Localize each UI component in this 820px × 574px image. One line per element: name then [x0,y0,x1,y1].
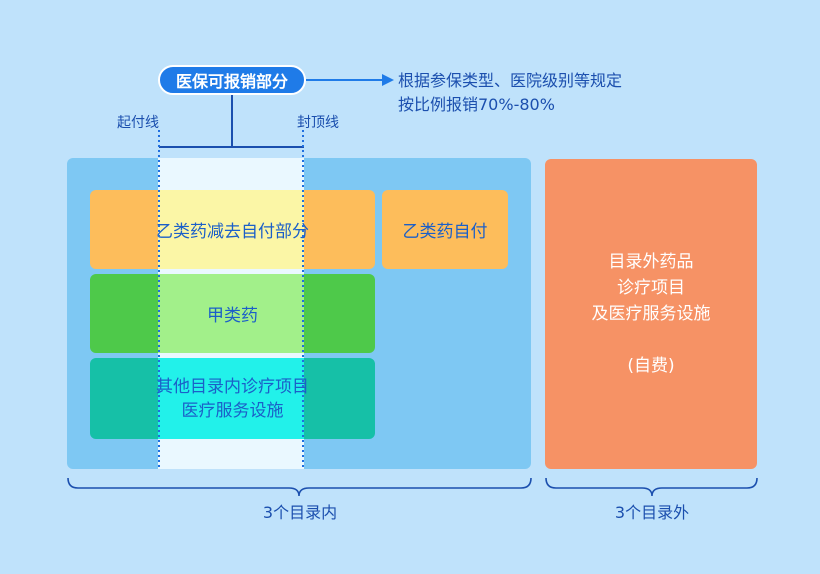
outside-catalog-label: 3个目录外 [614,503,690,522]
class-a-label: 甲类药 [207,306,258,326]
band-other-segment [158,358,304,439]
outside-catalog-panel: 目录外药品 诊疗项目 及医疗服务设施 (自费) [545,159,757,469]
reimbursable-label: 医保可报销部分 [175,72,288,91]
outside-line4: (自费) [627,356,675,376]
outside-line1: 目录外药品 [608,252,694,272]
outside-line2: 诊疗项目 [617,278,685,298]
class-b-label: 乙类药减去自付部分 [156,222,309,242]
other-label-wrap: 其他目录内诊疗项目 医疗服务设施 [90,358,375,439]
reimb-desc-line2: 按比例报销70%-80% [398,95,555,114]
bottom-braces [67,477,758,497]
cap-line-label: 封顶线 [297,115,339,131]
class-a-label-wrap: 甲类药 [90,274,375,353]
band-class-b-segment [158,190,304,269]
band-class-a-segment [158,274,304,353]
outside-line3: 及医疗服务设施 [591,304,711,324]
class-b-self-pay-label: 乙类药自付 [402,222,488,242]
arrow-right-icon [306,74,394,86]
reimb-desc-line1: 根据参保类型、医院级别等规定 [398,71,623,90]
pill-connector [159,95,304,148]
other-label-line1: 其他目录内诊疗项目 [156,376,309,397]
inside-catalog-label: 3个目录内 [262,503,338,522]
class-b-self-pay-block: 乙类药自付 [382,190,508,269]
other-label-line2: 医疗服务设施 [181,400,284,421]
class-b-label-wrap: 乙类药减去自付部分 [90,190,375,269]
start-line-label: 起付线 [117,115,159,131]
reimbursable-pill: 医保可报销部分 [158,65,306,95]
